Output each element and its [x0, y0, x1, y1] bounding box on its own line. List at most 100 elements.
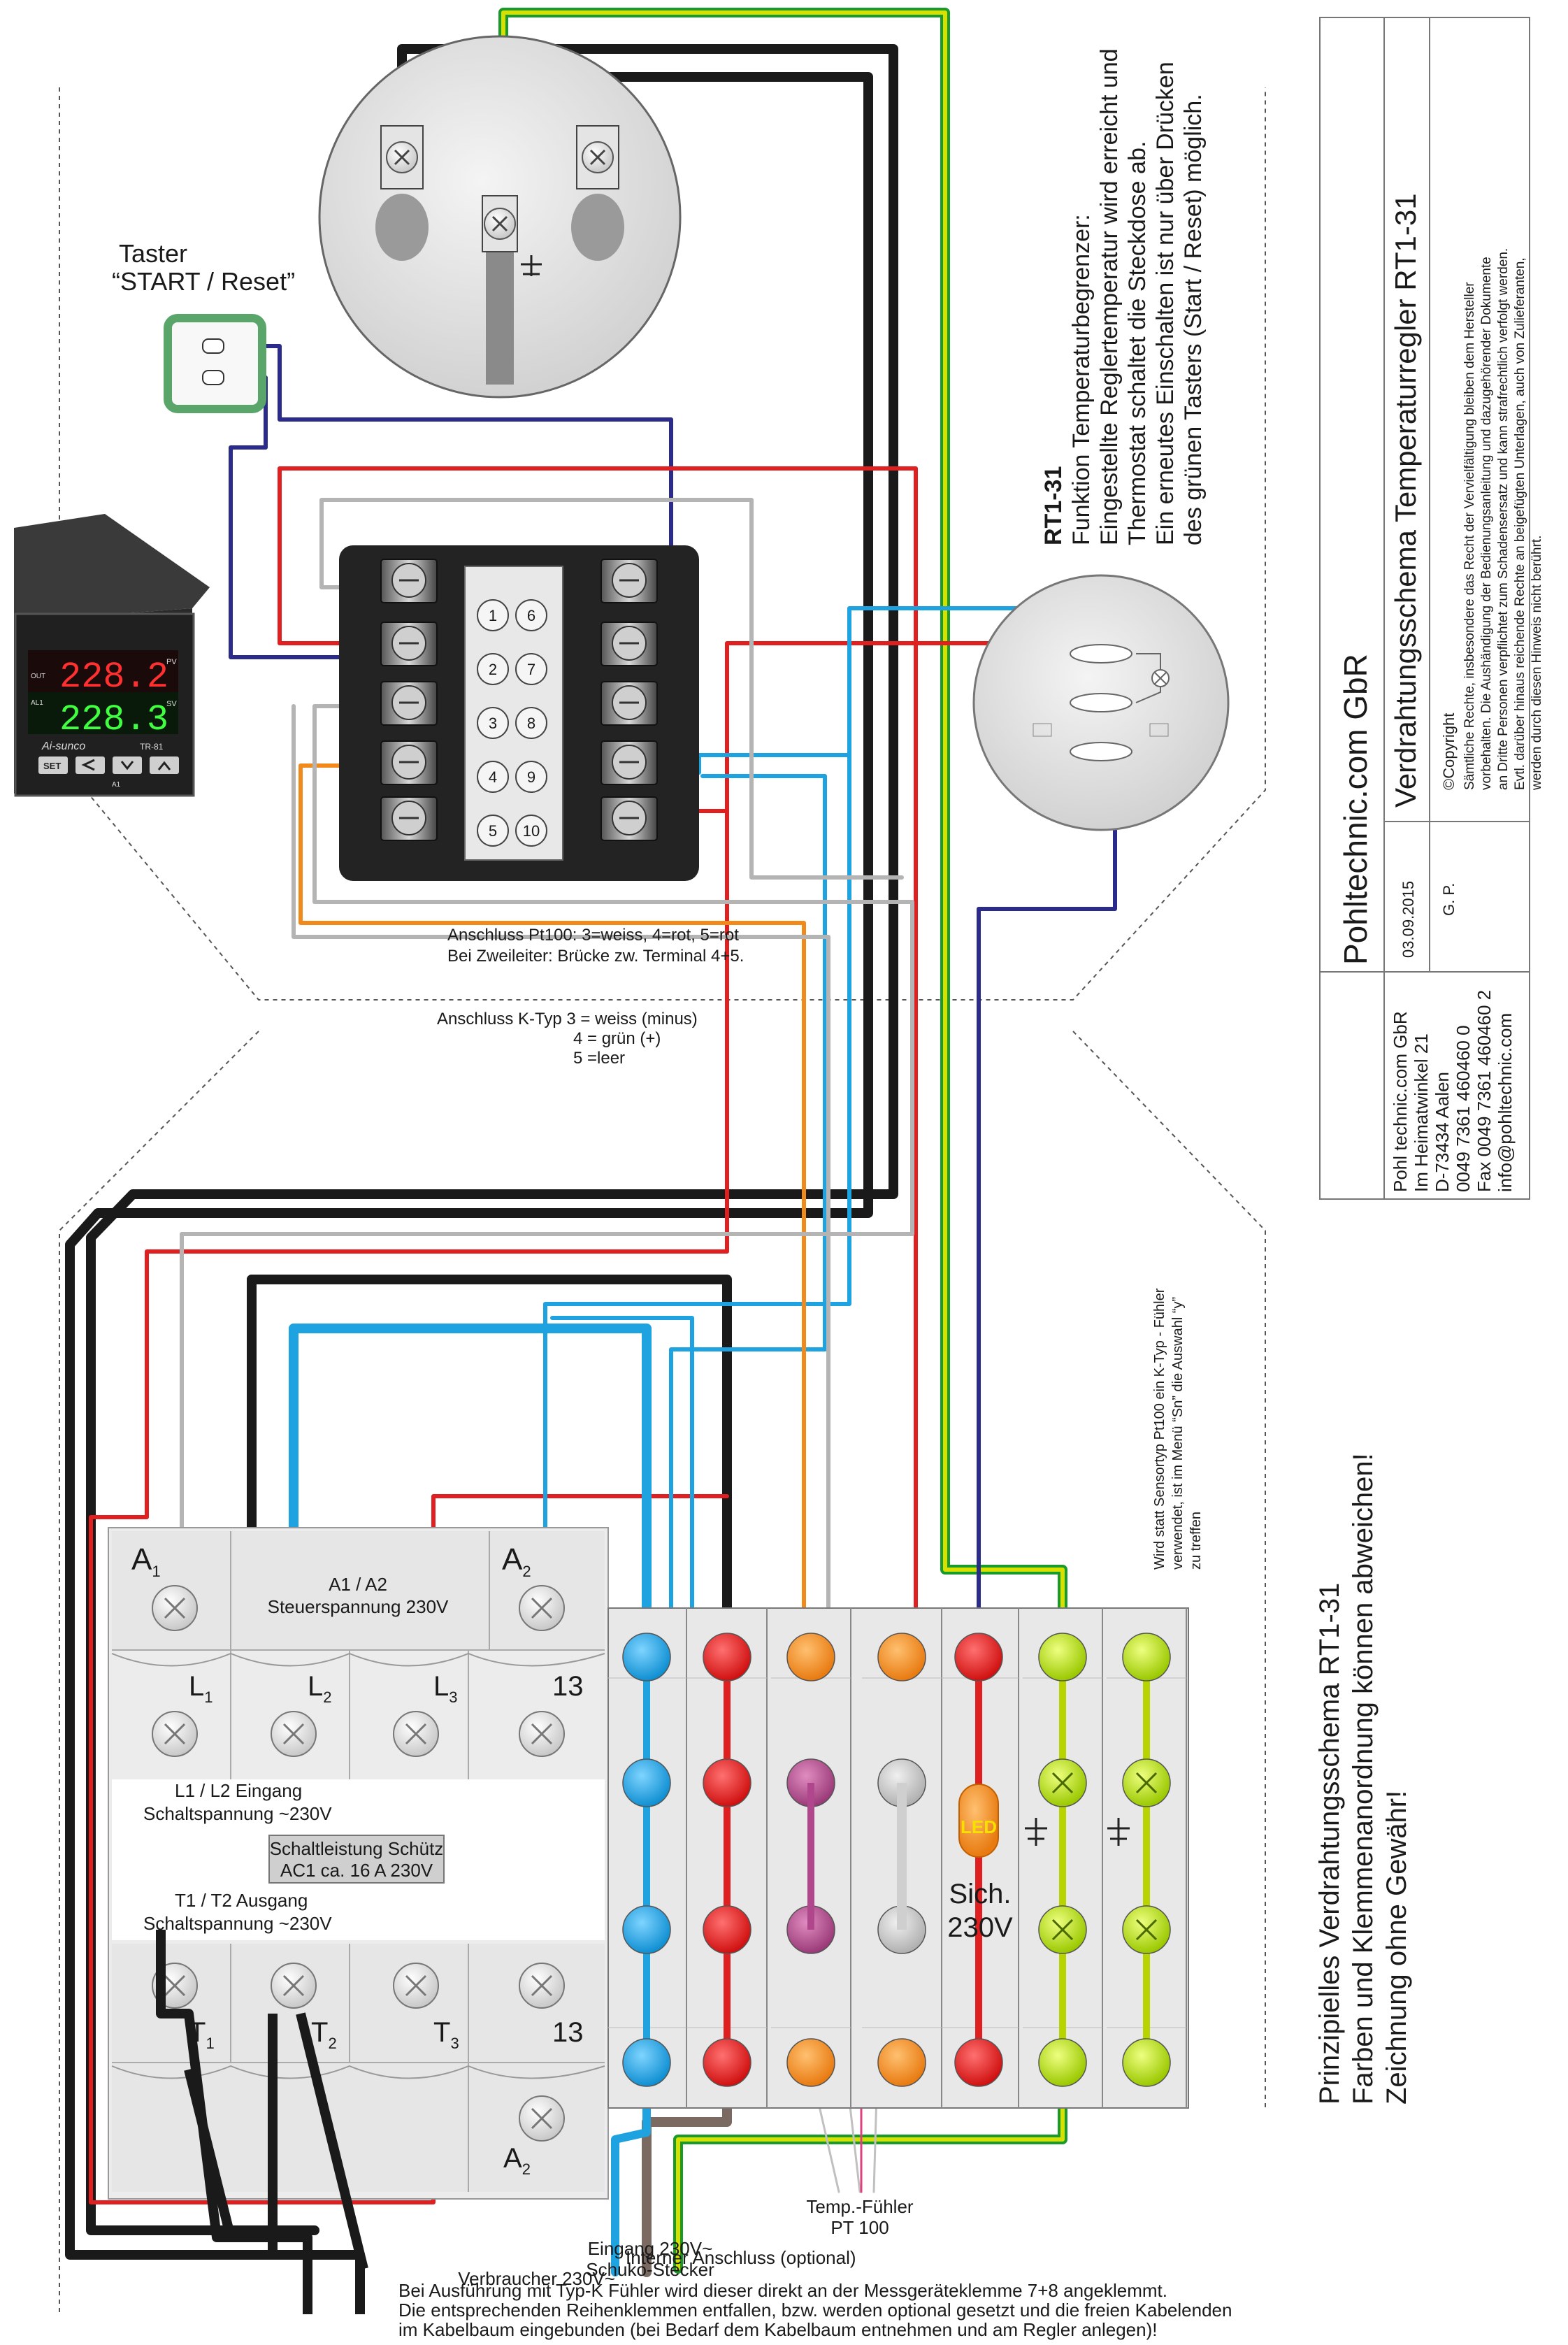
copyright-line: vorbehalten. Die Aushändigung der Bedien… [1479, 257, 1494, 790]
set-key[interactable] [38, 756, 68, 774]
wire-orange-sensor [299, 763, 806, 1638]
terminal-number: 7 [527, 661, 535, 678]
output-line2: Schaltspannung ~230V [143, 1913, 332, 1934]
terminal-number: 9 [527, 768, 535, 786]
terminal-clamp [622, 1905, 671, 1954]
up-key[interactable] [150, 756, 179, 774]
start-reset-button[interactable] [164, 314, 266, 413]
led-label: LED [961, 1816, 997, 1837]
arrow-left-icon [81, 759, 95, 771]
schuko-socket [318, 35, 682, 399]
sv-label: SV [166, 700, 177, 708]
al1-label: AL1 [31, 699, 43, 707]
terminal-number-badge [477, 653, 509, 685]
label-input-line1: Eingang 230V~ [588, 2238, 713, 2259]
label-input-line2: Schuko-Stecker [586, 2259, 714, 2280]
diagram-title-line1: Prinzipielles Verdrahtungsschema RT1-31 [1314, 1583, 1345, 2104]
copyright-line: an Dritte Personen verpflichtet zum Scha… [1496, 248, 1511, 790]
fuse-line2: 230V [947, 1912, 1013, 1943]
diagram-title: Prinzipielles Verdrahtungsschema RT1-31 … [1314, 1453, 1412, 2104]
down-key[interactable] [113, 756, 142, 774]
label-a2: A2 [502, 1542, 531, 1580]
note-k-line3: 5 =leer [573, 1049, 625, 1068]
chevron-down-icon [120, 761, 134, 770]
label-l2: L2 [308, 1671, 332, 1706]
note-pt100-line1: Anschluss Pt100: 3=weiss, 4=rot, 5=rot [447, 926, 739, 945]
rt31-line3: Thermostat schaltet die Steckdose ab. [1124, 141, 1151, 545]
terminal-clamp [1122, 1633, 1171, 1681]
a1-label: A1 [112, 781, 121, 789]
button-title-line1: Taster [119, 239, 187, 268]
out-label: OUT [31, 673, 45, 680]
terminal-clamp [1038, 1633, 1087, 1681]
terminal-number-badge [515, 599, 547, 631]
terminal-clamp [1038, 2038, 1087, 2087]
terminal-clamp [954, 2038, 1003, 2087]
terminal-number: 5 [489, 822, 497, 840]
label-sensor-line1: Temp.-Fühler [806, 2196, 913, 2217]
input-line1: L1 / L2 Eingang [175, 1780, 302, 1801]
ground-symbol-icon [521, 255, 542, 276]
note-bottom-line3: im Kabelbaum eingebunden (bei Bedarf dem… [398, 2319, 1158, 2340]
label-13b: 13 [552, 2017, 584, 2048]
terminal-clamp [703, 2038, 751, 2087]
title-address: Pohl technic.com GbR Im Heimatwinkel 21 … [1390, 990, 1516, 1192]
label-l1: L1 [189, 1671, 213, 1706]
terminal-clamp [622, 1633, 671, 1681]
rt31-line4: Ein erneutes Einschalten ist nur über Dr… [1152, 62, 1179, 545]
company-name: Pohltechnic.com GbR [1337, 654, 1374, 965]
indicator-lamp [972, 574, 1230, 831]
note-k-line1: Anschluss K-Typ 3 = weiss (minus) [437, 1010, 698, 1028]
wire-black-l1 [247, 1275, 732, 1648]
address-line: Fax 0049 7361 460460 2 [1474, 990, 1495, 1192]
terminal-strip: LED Sich.230V [607, 1607, 1189, 2109]
title-main: Verdrahtungsschema Temperaturregler RT1-… [1389, 193, 1422, 808]
terminal-number: 4 [489, 768, 497, 786]
terminal-number-badge [515, 653, 547, 685]
address-line: Im Heimatwinkel 21 [1411, 1033, 1432, 1192]
control-line2: Steuerspannung 230V [268, 1596, 449, 1617]
rt31-line2: Eingestellte Reglertemperatur wird errei… [1096, 48, 1123, 545]
led-icon [958, 1784, 999, 1858]
terminal-number-badge [515, 707, 547, 739]
ground-symbol-icon [1107, 1818, 1130, 1846]
title-date: 03.09.2015 [1400, 881, 1417, 958]
pv-display: 228.2 [59, 657, 168, 698]
brand-label: Ai-sunco [41, 740, 85, 752]
terminal-clamp [703, 1905, 751, 1954]
wire-darkblue-lamp [977, 753, 1117, 1642]
terminal-clamp [622, 1758, 671, 1807]
note-pt100-line2: Bei Zweileiter: Brücke zw. Terminal 4+5. [447, 947, 744, 966]
label-l3: L3 [433, 1671, 458, 1706]
pv-label: PV [166, 658, 177, 666]
label-a2b: A2 [503, 2143, 531, 2178]
left-key[interactable] [75, 756, 105, 774]
input-line2: Schaltspannung ~230V [143, 1803, 332, 1824]
diagram-title-line3: Zeichnung ohne Gewähr! [1381, 1791, 1412, 2104]
terminal-clamp [877, 1633, 926, 1681]
wires-output [156, 1930, 368, 2314]
terminal-clamp [622, 2038, 671, 2087]
note-bottom-line1: Bei Ausführung mit Typ-K Fühler wird die… [398, 2280, 1167, 2301]
copyright-line: Sämtliche Rechte, insbesondere das Recht… [1462, 282, 1477, 790]
model-label: TR-81 [140, 742, 164, 752]
output-line1: T1 / T2 Ausgang [175, 1890, 308, 1911]
terminal-clamp [703, 1758, 751, 1807]
fuse-line1: Sich. [949, 1879, 1012, 1909]
label-internal-line1: Interner Anschluss (optional) [626, 2247, 856, 2268]
terminal-number: 10 [523, 822, 540, 840]
terminal-number: 8 [527, 715, 535, 732]
title-copyright: ©Copyright Sämtliche Rechte, insbesonder… [1440, 248, 1544, 791]
control-line1: A1 / A2 [329, 1574, 387, 1595]
power-line2: AC1 ca. 16 A 230V [280, 1860, 433, 1881]
label-t3: T3 [433, 2017, 459, 2052]
label-t2: T2 [311, 2017, 337, 2052]
label-a1: A1 [131, 1542, 161, 1580]
terminal-clamp [877, 2038, 926, 2087]
copyright-icon: © [1440, 779, 1458, 790]
copyright-line: werden durch diesen Hinweis nicht berühr… [1530, 536, 1544, 791]
terminal-clamp [786, 2038, 835, 2087]
terminal-number-badge [477, 761, 509, 793]
terminal-number: 6 [527, 607, 535, 624]
